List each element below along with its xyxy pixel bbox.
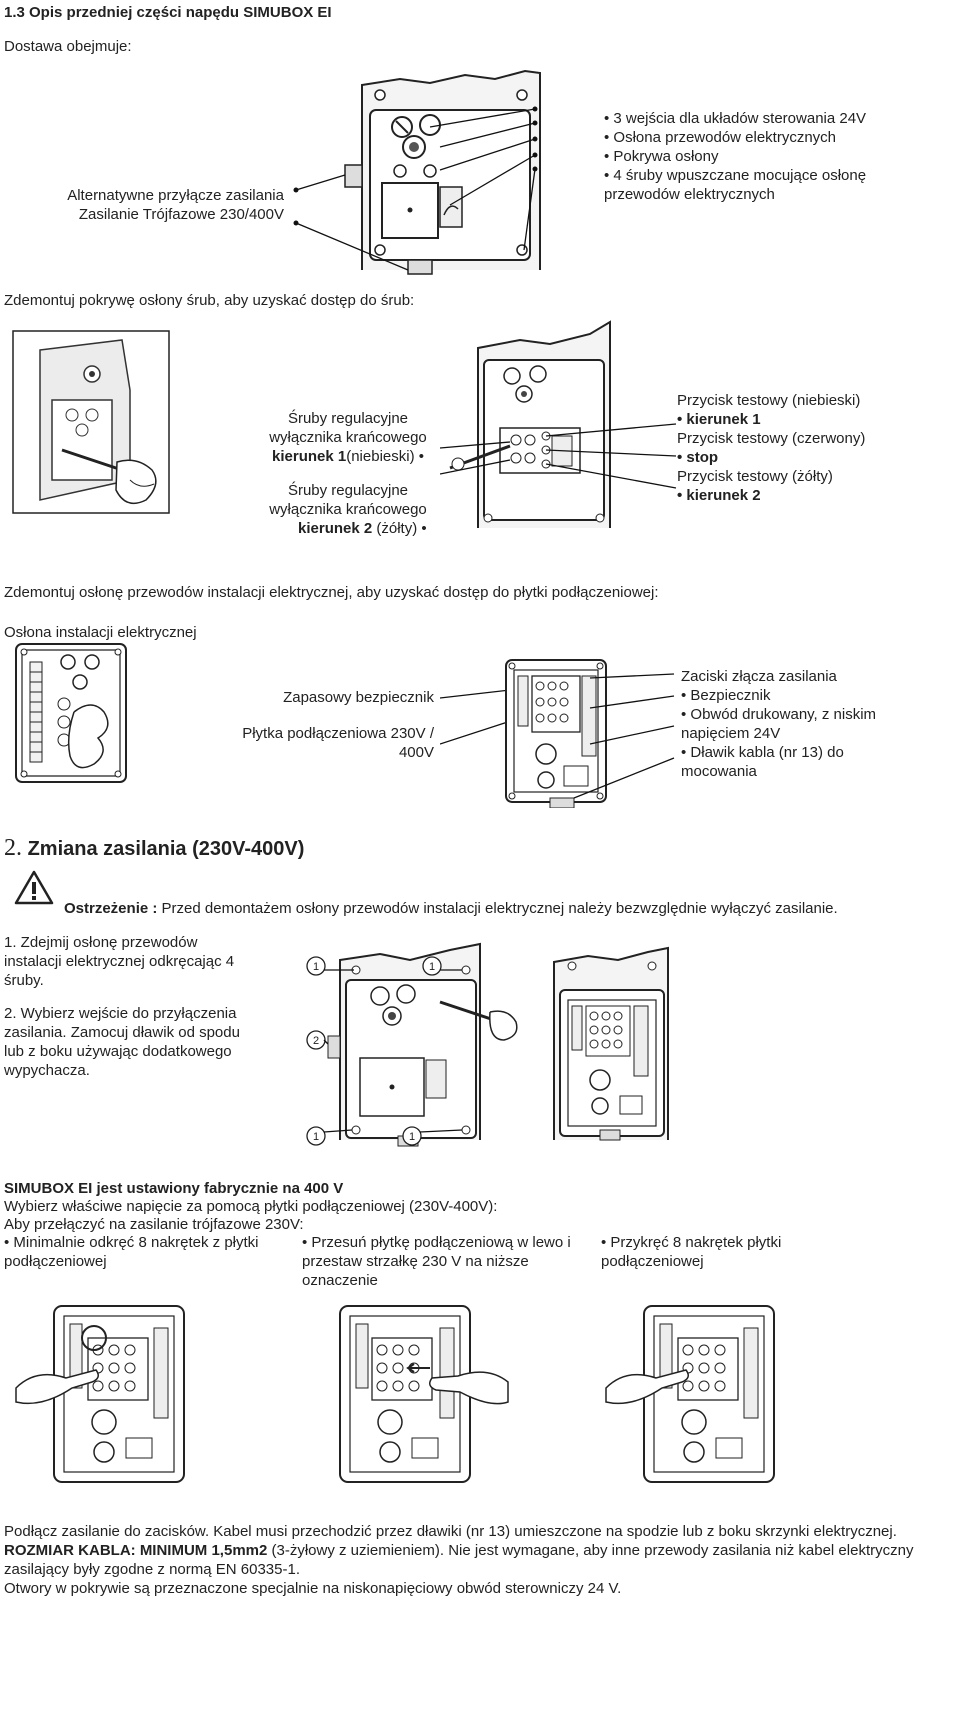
callout-label: 1 (313, 1131, 319, 1143)
terminals-title: Zaciski złącza zasilania (681, 668, 837, 685)
footer-cable-size: ROZMIAR KABLA: MINIMUM 1,5mm2 (4, 1542, 268, 1559)
test-buttons-figure (440, 318, 680, 530)
delivery-item: 3 wejścia dla układów sterowania 24V (604, 109, 894, 128)
wiring-board-figure (440, 648, 680, 808)
wiring-item: Dławik kabla (nr 13) do mocowania (681, 743, 881, 781)
cover-instruction: Zdemontuj pokrywę osłony śrub, aby uzysk… (4, 292, 415, 309)
screw2-line3: kierunek 2 (żółty) • (298, 520, 427, 537)
warning-bold: Ostrzeżenie : (64, 900, 158, 917)
step-2: 2. Wybierz wejście do przyłączenia zasil… (4, 1005, 240, 1079)
screw1-line1: Śruby regulacyjne (287, 410, 409, 427)
section-2-title: Zmiana zasilania (230V-400V) (27, 838, 305, 860)
wiring-list: Bezpiecznik Obwód drukowany, z niskim na… (681, 686, 881, 781)
callout-label: 2 (313, 1035, 319, 1047)
delivery-item: 4 śruby wpuszczane mocujące osłonę przew… (604, 166, 894, 204)
btn2-stop: stop (686, 449, 719, 466)
btn2-value: • stop (677, 449, 719, 466)
btn3-label: Przycisk testowy (żółty) (677, 468, 833, 485)
btn1-label: Przycisk testowy (niebieski) (677, 392, 861, 409)
screws-removal-figure: 1 1 2 1 1 (300, 940, 530, 1148)
board-label: Płytka podłączeniowa 230V / 400V (242, 725, 434, 761)
screw1-color: (niebieski) (346, 448, 415, 465)
callout-label: 1 (409, 1131, 415, 1143)
delivery-item: Pokrywa osłony (604, 147, 894, 166)
btn1-direction: kierunek 1 (686, 411, 761, 428)
board-step-2-figure (330, 1298, 510, 1488)
section-heading: 1.3 Opis przedniej części napędu SIMUBOX… (4, 4, 332, 21)
factory-line-3: Aby przełączyć na zasilanie trójfazowe 2… (4, 1216, 304, 1233)
cover-figure (14, 642, 128, 784)
btn3-direction: kierunek 2 (686, 487, 761, 504)
factory-col-1: • Minimalnie odkręć 8 nakrętek z płytki … (4, 1234, 259, 1270)
screw1-direction: kierunek 1 (272, 448, 347, 465)
board-step-3-figure (604, 1298, 784, 1488)
factory-line-2: Wybierz właściwe napięcie za pomocą płyt… (4, 1198, 498, 1215)
footer-p1-a: Podłącz zasilanie do zacisków. Kabel mus… (4, 1523, 897, 1540)
wiring-instruction: Zdemontuj osłonę przewodów instalacji el… (4, 584, 659, 601)
delivery-item: Osłona przewodów elektrycznych (604, 128, 894, 147)
board-step-1-figure (14, 1298, 194, 1488)
wiring-item: Bezpiecznik (681, 686, 881, 705)
screw2-direction: kierunek 2 (298, 520, 373, 537)
callout-label: 1 (313, 961, 319, 973)
btn1-value: • kierunek 1 (677, 411, 761, 428)
factory-col-3: • Przykręć 8 nakrętek płytki podłączenio… (601, 1234, 782, 1270)
footer-paragraph-2: Otwory w pokrywie są przeznaczone specja… (4, 1580, 622, 1597)
btn2-label: Przycisk testowy (czerwony) (677, 430, 866, 447)
btn3-value: • kierunek 2 (677, 487, 761, 504)
factory-col-1-text: Minimalnie odkręć 8 nakrętek z płytki po… (4, 1234, 259, 1270)
warning-text: Przed demontażem osłony przewodów instal… (157, 900, 838, 917)
wiring-cover-label: Osłona instalacji elektrycznej (4, 624, 197, 641)
step-1: 1. Zdejmij osłonę przewodów instalacji e… (4, 934, 235, 989)
factory-heading: SIMUBOX EI jest ustawiony fabrycznie na … (4, 1180, 344, 1197)
left-label-2: Zasilanie Trójfazowe 230/400V (78, 206, 284, 223)
left-label-1: Alternatywne przyłącze zasilania (67, 187, 284, 204)
screw2-line2: wyłącznika krańcowego (269, 501, 427, 518)
screw2-line1: Śruby regulacyjne (287, 482, 409, 499)
screw1-line2: wyłącznika krańcowego (269, 429, 427, 446)
spare-fuse-label: Zapasowy bezpiecznik (283, 689, 434, 706)
footer-p1-b: (3-żyłowy z uziemieniem). Nie jest wymag… (4, 1542, 914, 1578)
section-2-number: 2. (4, 835, 22, 861)
drive-front-figure (290, 65, 610, 275)
callout-label: 1 (429, 961, 435, 973)
factory-col-3-text: Przykręć 8 nakrętek płytki podłączeniowe… (601, 1234, 782, 1270)
footer-paragraph-1: Podłącz zasilanie do zacisków. Kabel mus… (4, 1522, 954, 1579)
screwdriver-figure (12, 330, 170, 514)
factory-col-2-text: Przesuń płytkę podłączeniową w lewo i pr… (302, 1234, 571, 1289)
screw2-color: (żółty) (372, 520, 418, 537)
gland-figure (548, 946, 678, 1142)
screw1-line3: kierunek 1(niebieski) • (272, 448, 424, 465)
section-2-heading: 2. Zmiana zasilania (230V-400V) (4, 836, 305, 860)
delivery-list: 3 wejścia dla układów sterowania 24V Osł… (604, 109, 894, 204)
warning-line: Ostrzeżenie : Przed demontażem osłony pr… (64, 899, 954, 918)
factory-col-2: • Przesuń płytkę podłączeniową w lewo i … (302, 1234, 571, 1289)
warning-icon (14, 870, 54, 906)
wiring-item: Obwód drukowany, z niskim napięciem 24V (681, 705, 881, 743)
delivery-intro: Dostawa obejmuje: (4, 38, 132, 55)
